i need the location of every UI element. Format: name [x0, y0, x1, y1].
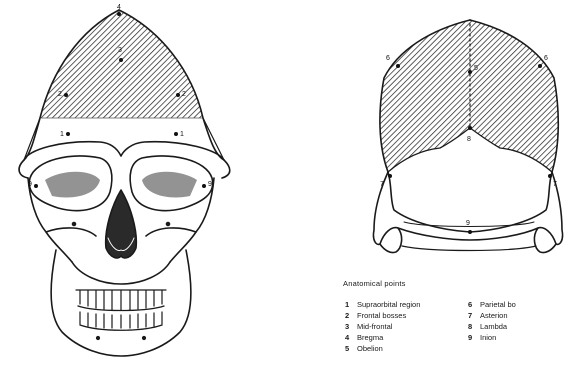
- legend-item-number: 3: [345, 322, 357, 331]
- legend-item-label: Mid-frontal: [357, 322, 392, 331]
- lower-teeth: [80, 312, 162, 328]
- point-marker: 1: [174, 131, 184, 138]
- legend-item-number: 2: [345, 311, 357, 320]
- point-label: 6: [544, 55, 548, 62]
- legend-item-number: 8: [468, 322, 480, 331]
- legend-item-label: Lambda: [480, 322, 507, 331]
- point-label: 7: [553, 181, 557, 188]
- legend-item-number: 6: [468, 300, 480, 309]
- point-label: 9: [466, 220, 470, 227]
- rear-hatched-vault: [380, 20, 558, 172]
- legend-item-label: Obelion: [357, 344, 383, 353]
- nasal-aperture: [106, 190, 137, 258]
- legend-item-label: Supraorbital region: [357, 300, 420, 309]
- point-label: 8: [467, 136, 471, 143]
- point-label: 2: [58, 91, 62, 98]
- point-marker: 9: [202, 181, 212, 188]
- legend-item-label: Inion: [480, 333, 496, 342]
- point-label: 3: [118, 47, 122, 54]
- point-label: 1: [60, 131, 64, 138]
- point-label: 1: [180, 131, 184, 138]
- point-label: 6: [386, 55, 390, 62]
- legend-item-label: Asterion: [480, 311, 508, 320]
- legend-item-number: 5: [345, 344, 357, 353]
- legend-item-number: 4: [345, 333, 357, 342]
- legend-title: Anatomical points: [343, 279, 406, 288]
- point-marker: 4: [117, 4, 121, 16]
- upper-teeth: [76, 290, 166, 310]
- front-hatched-vault: [40, 10, 203, 118]
- point-marker: 9: [28, 181, 38, 188]
- point-label: 2: [182, 91, 186, 98]
- legend-item-number: 9: [468, 333, 480, 342]
- point-label: 4: [117, 4, 121, 11]
- point-marker: 1: [60, 131, 70, 138]
- point-label: 9: [208, 181, 212, 188]
- front-view-skull: [19, 10, 230, 356]
- legend-item-label: Frontal bosses: [357, 311, 406, 320]
- point-label: 9: [28, 181, 32, 188]
- occipital-base: [398, 228, 538, 240]
- legend-item-label: Bregma: [357, 333, 383, 342]
- point-label: 7: [380, 181, 384, 188]
- legend-item-number: 7: [468, 311, 480, 320]
- point-label: 5: [474, 65, 478, 72]
- legend-item-label: Parietal bo: [480, 300, 516, 309]
- legend-item-number: 1: [345, 300, 357, 309]
